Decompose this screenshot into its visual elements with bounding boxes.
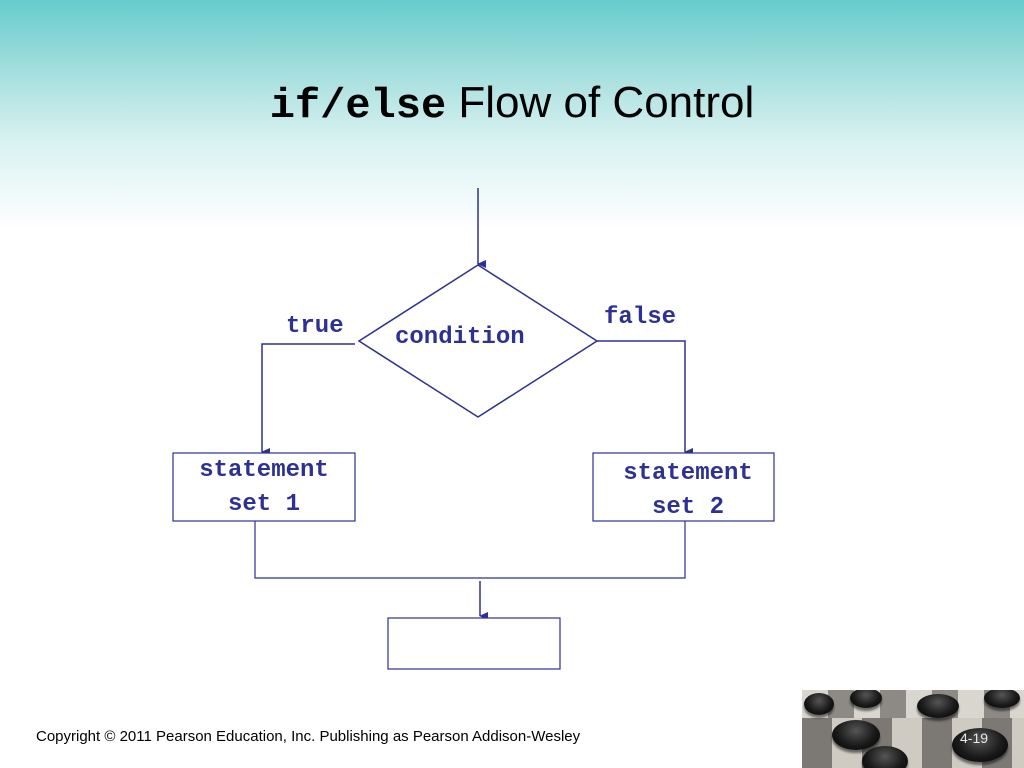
false-branch-line	[597, 340, 693, 456]
slide-title: if/else Flow of Control	[0, 78, 1024, 130]
condition-label: condition	[395, 324, 525, 351]
statement-set-2-text: statement set 2	[623, 460, 753, 521]
true-label: true	[286, 313, 344, 340]
statement-set-2-box	[592, 452, 775, 522]
copyright-footer: Copyright © 2011 Pearson Education, Inc.…	[36, 728, 581, 745]
true-branch-line	[261, 343, 355, 456]
merge-line	[254, 521, 686, 579]
title-text: Flow of Control	[446, 78, 755, 127]
condition-diamond	[357, 264, 599, 418]
title-code: if/else	[269, 82, 447, 130]
statement-set-1-box	[172, 452, 356, 522]
slide-number: 4-19	[960, 730, 989, 746]
statement-set-1-text: statement set 1	[199, 457, 329, 518]
checkers-photo	[802, 690, 1024, 768]
next-statement-box	[387, 617, 561, 670]
false-label: false	[604, 304, 677, 331]
